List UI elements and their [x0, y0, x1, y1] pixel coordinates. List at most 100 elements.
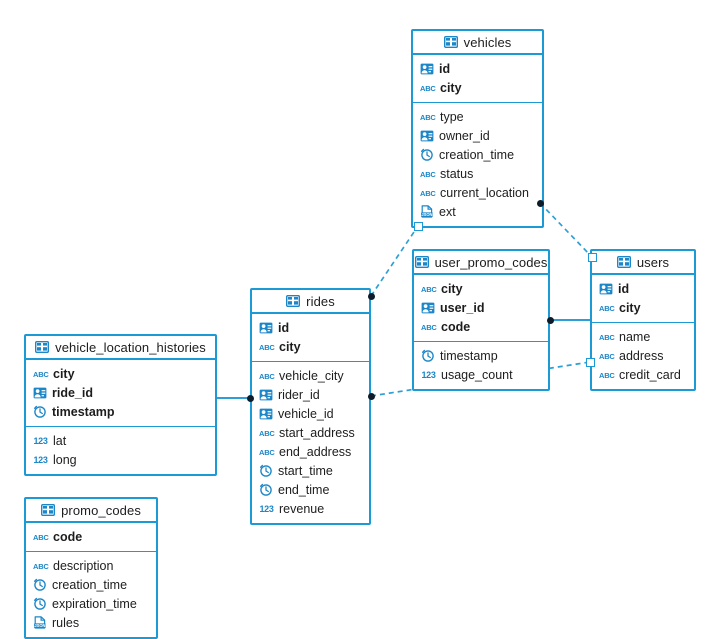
primary-key-field[interactable]: id [252, 318, 369, 337]
id-card-icon [259, 408, 273, 420]
column-field[interactable]: start_time [252, 461, 369, 480]
field-label: code [53, 529, 83, 544]
primary-key-field[interactable]: user_id [414, 298, 548, 317]
primary-key-field[interactable]: ABC code [26, 527, 156, 546]
svg-text:JSON: JSON [34, 623, 45, 628]
table-header-vehicle_location_histories[interactable]: vehicle_location_histories [26, 336, 215, 360]
relationship-endpoint-square [585, 357, 595, 367]
abc-string-icon: ABC [33, 369, 49, 379]
field-label: lat [53, 433, 67, 448]
json-file-icon: JSON [33, 616, 47, 629]
column-field[interactable]: vehicle_id [252, 404, 369, 423]
table-icon [616, 256, 631, 268]
abc-string-icon: ABC [599, 370, 615, 380]
column-field[interactable]: creation_time [26, 575, 156, 594]
table-header-users[interactable]: users [592, 251, 694, 275]
field-label: creation_time [439, 147, 515, 162]
123-number-icon: 123 [33, 436, 48, 446]
table-header-promo_codes[interactable]: promo_codes [26, 499, 156, 523]
abc-string-icon: ABC [259, 371, 275, 381]
column-field[interactable]: 123 lat [26, 431, 215, 450]
table-header-rides[interactable]: rides [252, 290, 369, 314]
abc-string-icon: ABC [33, 532, 49, 542]
column-field[interactable]: ABC address [592, 346, 694, 365]
primary-key-field[interactable]: timestamp [26, 402, 215, 421]
column-field[interactable]: end_time [252, 480, 369, 499]
column-field[interactable]: JSON ext [413, 202, 542, 221]
table-header-user_promo_codes[interactable]: user_promo_codes [414, 251, 548, 275]
table-icon [41, 504, 56, 516]
field-label: timestamp [440, 348, 498, 363]
column-field[interactable]: owner_id [413, 126, 542, 145]
table-title: users [636, 254, 670, 270]
abc-string-icon: ABC [259, 447, 275, 457]
primary-key-field[interactable]: ride_id [26, 383, 215, 402]
table-title: rides [306, 293, 335, 309]
field-label: code [441, 319, 471, 334]
field-label: ext [439, 204, 456, 219]
relationship-line-rides-to-vehicles [370, 225, 419, 297]
field-label: timestamp [52, 404, 115, 419]
abc-string-icon: ABC [420, 169, 436, 179]
abc-string-icon: ABC [420, 83, 436, 93]
table-header-vehicles[interactable]: vehicles [413, 31, 542, 55]
id-card-icon [420, 130, 434, 142]
abc-string-icon: ABC [259, 342, 275, 352]
primary-key-field[interactable]: ABC city [592, 298, 694, 317]
abc-string-icon: ABC [599, 351, 615, 361]
field-label: name [619, 329, 651, 344]
primary-key-field[interactable]: id [592, 279, 694, 298]
field-label: id [618, 281, 630, 296]
column-field[interactable]: creation_time [413, 145, 542, 164]
id-card-icon [259, 322, 273, 334]
id-card-icon [599, 283, 613, 295]
column-field[interactable]: expiration_time [26, 594, 156, 613]
field-label: current_location [440, 185, 529, 200]
field-label: city [619, 300, 641, 315]
table-title: promo_codes [61, 502, 141, 518]
table-title: user_promo_codes [434, 254, 548, 270]
column-field[interactable]: timestamp [414, 346, 548, 365]
relationship-endpoint-square [413, 221, 423, 231]
relationship-endpoint-dot [246, 394, 254, 402]
field-label: address [619, 348, 664, 363]
column-field[interactable]: ABC credit_card [592, 365, 694, 384]
field-label: usage_count [441, 367, 513, 382]
svg-text:JSON: JSON [421, 212, 432, 217]
field-label: credit_card [619, 367, 681, 382]
column-field[interactable]: rider_id [252, 385, 369, 404]
relationship-endpoint-square [587, 252, 597, 262]
clock-icon [33, 578, 47, 591]
abc-string-icon: ABC [599, 303, 615, 313]
relationship-endpoint-dot [367, 292, 375, 300]
primary-key-field[interactable]: id [413, 59, 542, 78]
